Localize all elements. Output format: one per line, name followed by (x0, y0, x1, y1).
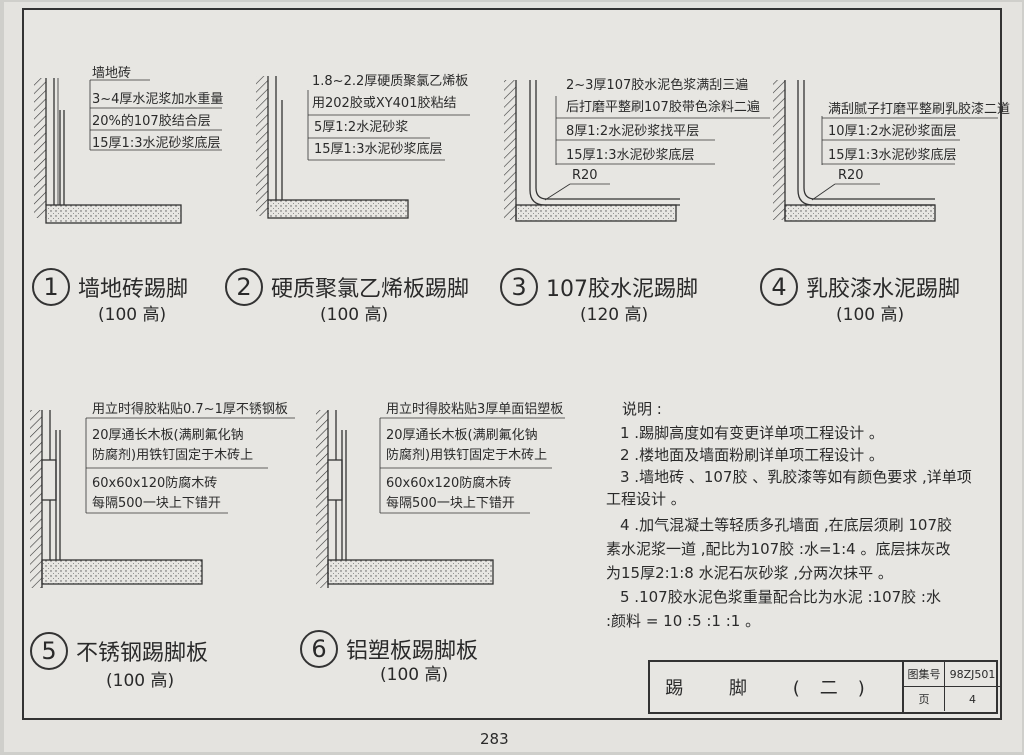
detail-1-layer-2: 3~4厚水泥浆加水重量 (92, 92, 224, 107)
detail-1-layer-4: 15厚1:3水泥砂浆底层 (92, 136, 221, 151)
detail-4-layer-3: 15厚1:3水泥砂浆底层 (828, 148, 957, 163)
note-line-8: 5 .107胶水泥色浆重量配合比为水泥 :107胶 :水 (620, 588, 941, 606)
detail-5-layer-3: 防腐剂)用铁钉固定于木砖上 (92, 448, 254, 463)
note-line-3: 3 .墙地砖 、107胶 、乳胶漆等如有颜色要求 ,详单项 (620, 468, 972, 486)
detail-1-height: (100 高) (98, 305, 167, 325)
note-line-9: :颜料 = 10 :5 :1 :1 。 (606, 612, 761, 630)
detail-3-number: 3 (500, 268, 538, 306)
atlas-label: 图集号 (904, 662, 945, 686)
detail-3-height: (120 高) (580, 305, 649, 325)
detail-5-layer-1: 用立时得胶粘贴0.7~1厚不锈钢板 (92, 402, 288, 417)
detail-2-section (256, 76, 470, 219)
detail-6-layer-4: 60x60x120防腐木砖 (386, 476, 512, 491)
title-block: 踢 脚 (二) 图集号 98ZJ501 页 4 (648, 660, 1000, 714)
note-line-4: 工程设计 。 (606, 490, 686, 508)
page-label: 页 (904, 687, 945, 711)
detail-3-radius: R20 (572, 168, 598, 183)
detail-4-layer-2: 10厚1:2水泥砂浆面层 (828, 124, 957, 139)
detail-2-caption: 2 硬质聚氯乙烯板踢脚 (225, 268, 469, 306)
atlas-value: 98ZJ501 (949, 667, 996, 681)
notes-heading: 说明 : (622, 400, 662, 418)
detail-5-layer-5: 每隔500一块上下错开 (92, 496, 221, 511)
detail-5-height: (100 高) (106, 671, 175, 691)
note-line-6: 素水泥浆一道 ,配比为107胶 :水=1:4 。底层抹灰改 (606, 540, 951, 558)
detail-6-number: 6 (300, 630, 338, 668)
detail-4-caption: 4 乳胶漆水泥踢脚 (760, 268, 960, 306)
detail-1-layer-3: 20%的107胶结合层 (92, 114, 211, 129)
detail-6-layer-1: 用立时得胶粘贴3厚单面铝塑板 (386, 402, 564, 417)
detail-6-layer-5: 每隔500一块上下错开 (386, 496, 515, 511)
detail-5-section (30, 410, 295, 588)
detail-2-height: (100 高) (320, 305, 389, 325)
note-line-2: 2 .楼地面及墙面粉刷详单项工程设计 。 (620, 446, 884, 464)
detail-4-section (773, 80, 998, 222)
title-block-title: 踢 脚 (二) (665, 678, 885, 699)
detail-3-layer-3: 8厚1:2水泥砂浆找平层 (566, 124, 700, 139)
detail-3-title: 107胶水泥踢脚 (546, 277, 698, 302)
detail-4-number: 4 (760, 268, 798, 306)
detail-5-layer-4: 60x60x120防腐木砖 (92, 476, 218, 491)
detail-6-section (316, 410, 565, 588)
note-line-1: 1 .踢脚高度如有变更详单项工程设计 。 (620, 424, 884, 442)
title-block-grid: 图集号 98ZJ501 页 4 (902, 662, 1000, 712)
detail-3-caption: 3 107胶水泥踢脚 (500, 268, 698, 306)
detail-4-layer-1: 满刮腻子打磨平整刷乳胶漆二道 (828, 102, 1011, 117)
detail-1-title: 墙地砖踢脚 (78, 277, 189, 302)
detail-1-caption: 1 墙地砖踢脚 (32, 268, 188, 306)
detail-2-layer-3: 5厚1:2水泥砂浆 (314, 120, 409, 135)
detail-2-layer-2: 用202胶或XY401胶粘结 (312, 96, 457, 111)
detail-2-layer-4: 15厚1:3水泥砂浆底层 (314, 142, 443, 157)
detail-3-layer-2: 后打磨平整刷107胶带色涂料二遍 (566, 100, 760, 115)
detail-1-section (34, 78, 222, 224)
detail-5-caption: 5 不锈钢踢脚板 (30, 632, 208, 670)
detail-4-title: 乳胶漆水泥踢脚 (806, 277, 961, 302)
detail-6-title: 铝塑板踢脚板 (346, 639, 479, 664)
detail-1-layer-1: 墙地砖 (92, 66, 132, 81)
note-line-7: 为15厚2:1:8 水泥石灰砂浆 ,分两次抹平 。 (606, 564, 893, 582)
detail-5-title: 不锈钢踢脚板 (76, 641, 209, 666)
detail-4-height: (100 高) (836, 305, 905, 325)
detail-4-radius: R20 (838, 168, 864, 183)
detail-3-layer-1: 2~3厚107胶水泥色浆满刮三遍 (566, 78, 749, 93)
detail-6-height: (100 高) (380, 665, 449, 685)
detail-6-caption: 6 铝塑板踢脚板 (300, 630, 478, 668)
detail-2-title: 硬质聚氯乙烯板踢脚 (271, 277, 470, 302)
note-line-5: 4 .加气混凝土等轻质多孔墙面 ,在底层须刷 107胶 (620, 516, 953, 534)
detail-2-layer-1: 1.8~2.2厚硬质聚氯乙烯板 (312, 74, 469, 89)
page-value: 4 (969, 692, 976, 706)
detail-6-layer-2: 20厚通长木板(满刷氟化钠 (386, 428, 538, 443)
detail-2-number: 2 (225, 268, 263, 306)
detail-3-layer-4: 15厚1:3水泥砂浆底层 (566, 148, 695, 163)
detail-1-number: 1 (32, 268, 70, 306)
detail-5-layer-2: 20厚通长木板(满刷氟化钠 (92, 428, 244, 443)
detail-6-layer-3: 防腐剂)用铁钉固定于木砖上 (386, 448, 548, 463)
detail-5-number: 5 (30, 632, 68, 670)
detail-3-section (504, 80, 770, 222)
page-number: 283 (480, 730, 509, 748)
